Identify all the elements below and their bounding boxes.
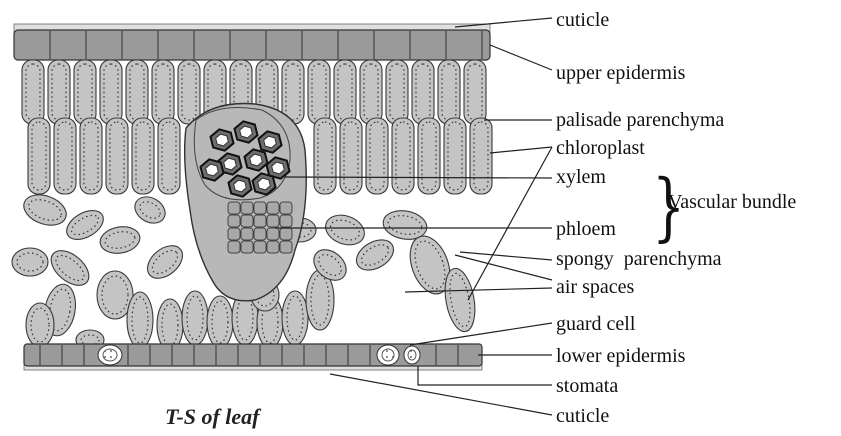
label-cuticle-bottom: cuticle	[556, 406, 609, 426]
spongy-cell	[321, 210, 368, 250]
phloem-cell	[228, 202, 240, 214]
label-spongy-parenchyma: spongy parenchyma	[556, 249, 722, 269]
phloem-cell	[228, 241, 240, 253]
palisade-cell	[470, 118, 492, 194]
palisade-cell	[438, 60, 460, 124]
palisade-cell	[340, 118, 362, 194]
palisade-cell	[412, 60, 434, 124]
phloem-cell	[254, 228, 266, 240]
phloem-cell	[254, 241, 266, 253]
phloem-cell	[241, 228, 253, 240]
phloem-cell	[280, 228, 292, 240]
lower-epidermis	[24, 344, 482, 370]
palisade-cell	[444, 118, 466, 194]
spongy-cell	[207, 296, 233, 348]
phloem-cell	[241, 215, 253, 227]
palisade-cell	[54, 118, 76, 194]
label-chloroplast: chloroplast	[556, 138, 645, 158]
phloem-cell	[254, 215, 266, 227]
palisade-cell	[366, 118, 388, 194]
phloem-cell	[241, 241, 253, 253]
palisade-cell	[314, 118, 336, 194]
phloem-cell	[267, 228, 279, 240]
palisade-cell	[464, 60, 486, 124]
label-cuticle-top: cuticle	[556, 10, 609, 30]
palisade-cell	[132, 118, 154, 194]
phloem-cell	[267, 215, 279, 227]
spongy-cell	[157, 299, 183, 351]
label-lower-epidermis: lower epidermis	[556, 346, 685, 366]
diagram-title: T-S of leaf	[165, 404, 260, 430]
palisade-cell	[100, 60, 122, 124]
palisade-cell	[308, 60, 330, 124]
spongy-cell	[45, 244, 95, 292]
label-guard-cell: guard cell	[556, 314, 635, 334]
spongy-cell	[26, 303, 54, 347]
palisade-cell	[106, 118, 128, 194]
phloem-cell	[228, 215, 240, 227]
palisade-cell	[178, 60, 200, 124]
spongy-cell	[98, 224, 142, 257]
spongy-cell	[282, 291, 308, 345]
palisade-cell	[152, 60, 174, 124]
label-air-spaces: air spaces	[556, 277, 634, 297]
palisade-cell	[22, 60, 44, 124]
phloem-cell	[280, 215, 292, 227]
spongy-cell	[141, 239, 188, 285]
palisade-cell	[418, 118, 440, 194]
upper-epidermis	[14, 24, 490, 60]
label-phloem: phloem	[556, 219, 616, 239]
phloem-cell	[280, 202, 292, 214]
phloem-cell	[241, 202, 253, 214]
palisade-cell	[80, 118, 102, 194]
phloem-cell	[267, 241, 279, 253]
palisade-cell	[392, 118, 414, 194]
phloem-cell	[228, 228, 240, 240]
palisade-cell	[158, 118, 180, 194]
palisade-cell	[126, 60, 148, 124]
label-palisade-parenchyma: palisade parenchyma	[556, 110, 724, 130]
palisade-cell	[334, 60, 356, 124]
palisade-cell	[386, 60, 408, 124]
palisade-cell	[28, 118, 50, 194]
palisade-cell	[74, 60, 96, 124]
palisade-cell	[360, 60, 382, 124]
label-vascular-bundle: Vascular bundle	[668, 192, 796, 212]
spongy-cell	[20, 189, 71, 230]
vascular-bundle	[185, 104, 307, 301]
phloem-cell	[254, 202, 266, 214]
spongy-cell	[127, 292, 153, 348]
spongy-cell	[130, 192, 170, 229]
label-xylem: xylem	[556, 167, 606, 187]
phloem-cell	[267, 202, 279, 214]
label-upper-epidermis: upper epidermis	[556, 63, 685, 83]
label-stomata: stomata	[556, 376, 618, 396]
palisade-cell	[48, 60, 70, 124]
phloem-cell	[280, 241, 292, 253]
spongy-cell	[182, 291, 208, 345]
